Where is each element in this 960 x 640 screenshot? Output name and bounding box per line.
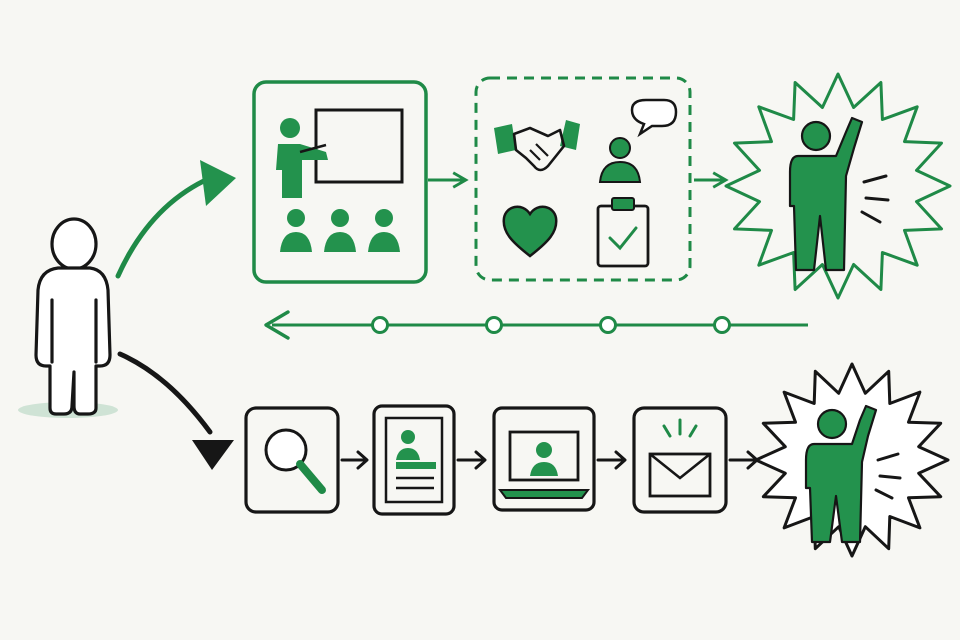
feedback-node <box>371 316 389 334</box>
laptop-video-icon <box>498 430 590 499</box>
flow-arrow-3 <box>340 450 369 470</box>
person-outline-icon <box>18 217 118 418</box>
success-step <box>724 72 952 300</box>
curved-arrow-up-icon <box>115 160 236 279</box>
feedback-node <box>485 316 503 334</box>
resume-step <box>372 404 456 516</box>
training-step <box>252 80 428 284</box>
offer-email-step <box>632 406 728 514</box>
search-step <box>244 406 340 514</box>
feedback-loop-arrow-icon <box>264 310 808 340</box>
envelope-icon <box>648 418 712 498</box>
care-practices-step <box>474 76 692 282</box>
online-interview-step <box>492 406 596 512</box>
heart-icon <box>502 205 558 258</box>
flow-arrow-4 <box>456 450 487 470</box>
hired-step <box>754 362 950 558</box>
celebrating-person-icon <box>804 404 902 544</box>
feedback-node <box>599 316 617 334</box>
curved-arrow-down-icon <box>117 351 234 470</box>
flow-arrow-5 <box>596 450 627 470</box>
handshake-icon <box>494 120 580 172</box>
presenter-audience-icon <box>276 108 404 252</box>
speaking-person-icon <box>598 98 678 183</box>
celebrating-person-icon <box>788 116 890 272</box>
checklist-clipboard-icon <box>596 197 650 268</box>
resume-document-icon <box>384 416 444 504</box>
starburst-frame <box>724 72 952 300</box>
flow-arrow-6 <box>728 450 759 470</box>
magnifier-icon <box>264 428 326 494</box>
feedback-node <box>713 316 731 334</box>
